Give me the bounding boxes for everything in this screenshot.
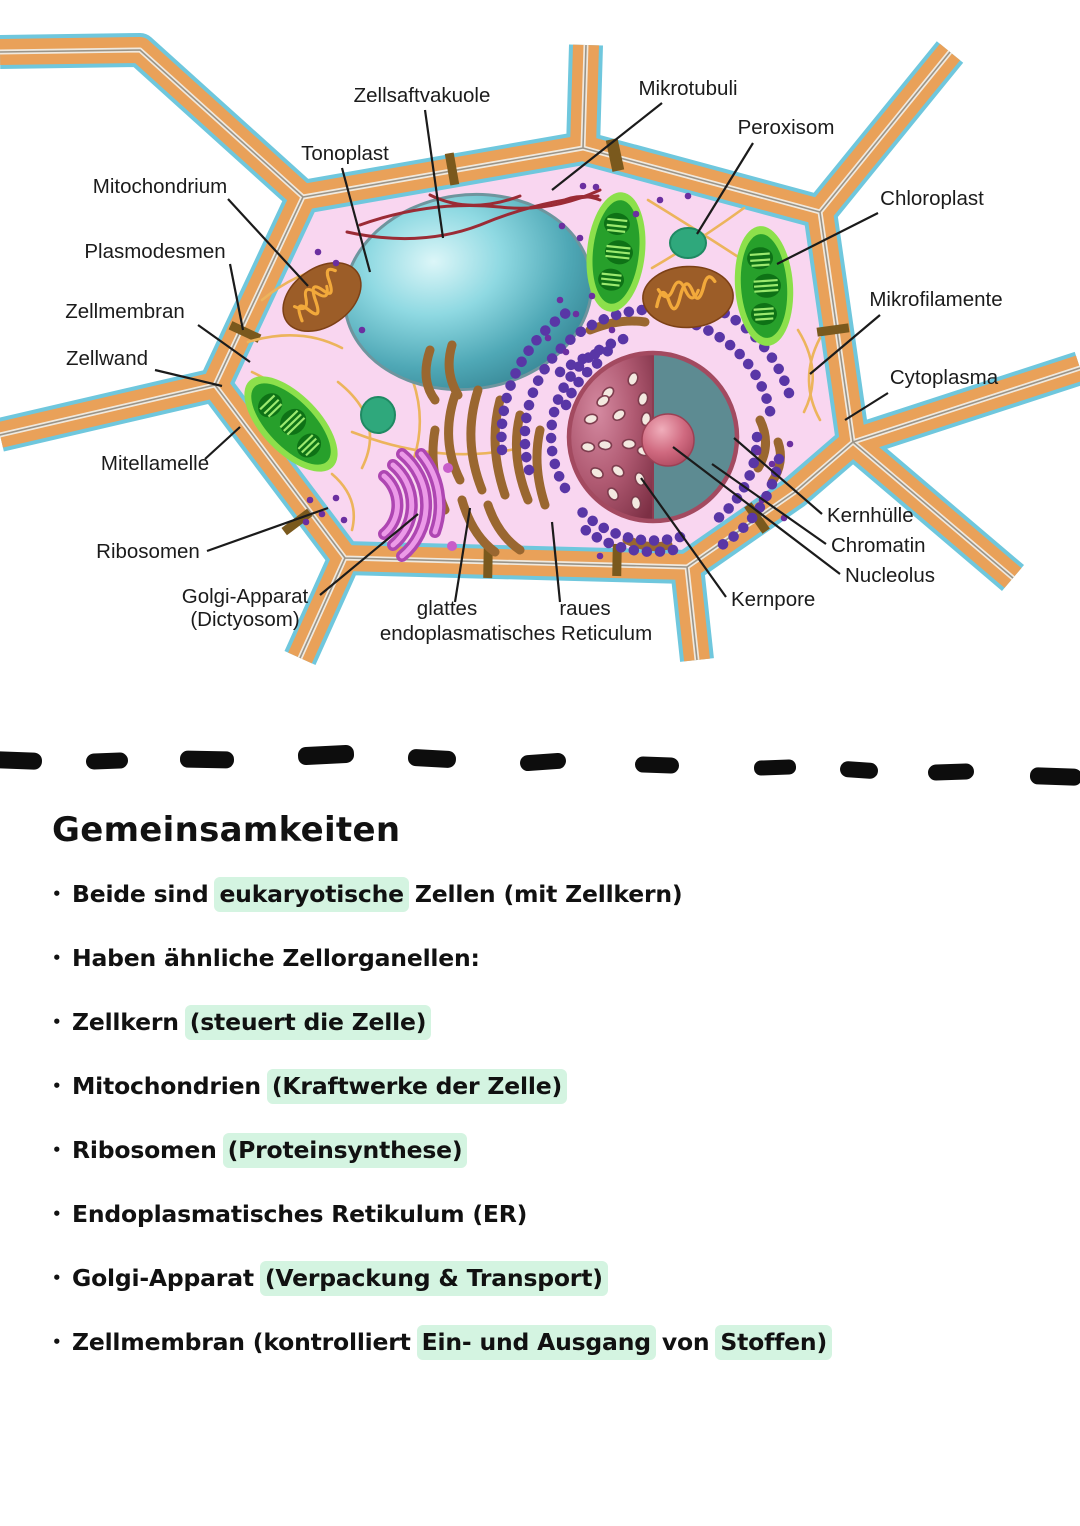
bullet-list: • Beide sind eukaryotische Zellen (mit Ze… [52,877,1042,1360]
bullet-text: Haben ähnliche Zellorganellen: [72,944,480,972]
microtubules [345,188,602,241]
bullet-text: Beide sind eukaryotische Zellen (mit Zel… [72,877,683,912]
bullet-item: • Mitochondrien (Kraftwerke der Zelle) [52,1069,1042,1104]
highlighted-text: (steuert die Zelle) [184,1005,432,1040]
leader-kernpore [640,477,727,598]
label-zellsaftvakuole: Zellsaftvakuole [354,84,491,107]
highlighted-text: Stoffen) [715,1325,832,1360]
label-tonoplast: Tonoplast [301,142,389,165]
label-mikrotubuli: Mikrotubuli [638,77,737,100]
bullet-text: Zellmembran (kontrolliert Ein- und Ausga… [72,1325,832,1360]
leader-zellwand [154,368,223,388]
bullet-text: Zellkern (steuert die Zelle) [72,1005,432,1040]
bullet-dot: • [52,1013,62,1031]
cell-wall [0,33,1080,665]
nucleus [566,350,740,524]
label-kernpore: Kernpore [731,588,815,611]
bullet-item: • Zellkern (steuert die Zelle) [52,1005,1042,1040]
label-plasmodesmen: Plasmodesmen [84,240,225,263]
label-zellwand: Zellwand [66,347,148,370]
leader-ribosomen [206,506,329,553]
peroxisome-bottom [360,396,396,434]
bullet-dot: • [52,1205,62,1223]
leader-mikrofilamente [809,314,881,375]
bullet-item: • Zellmembran (kontrolliert Ein- und Ausg… [52,1325,1042,1360]
label-chromatin: Chromatin [831,534,926,557]
label-kernhuelle: Kernhülle [827,504,914,527]
label-chloroplast: Chloroplast [880,187,984,210]
label-peroxisom: Peroxisom [738,116,835,139]
label-mitochondrium: Mitochondrium [93,175,227,198]
leader-mikrotubuli [551,102,663,191]
peroxisome-top [669,227,707,259]
bullet-item: • Golgi-Apparat (Verpackung & Transport) [52,1261,1042,1296]
highlighted-text: (Kraftwerke der Zelle) [266,1069,567,1104]
label-cytoplasma: Cytoplasma [890,366,999,389]
highlighted-text: (Proteinsynthese) [222,1133,468,1168]
leader-cytoplasma [844,392,889,421]
bullet-text: Golgi-Apparat (Verpackung & Transport) [72,1261,608,1296]
leader-chromatin [711,463,827,545]
bullet-item: • Beide sind eukaryotische Zellen (mit Ze… [52,877,1042,912]
bullet-dot: • [52,1077,62,1095]
highlighted-text: (Verpackung & Transport) [259,1261,608,1296]
notes-section: Gemeinsamkeiten • Beide sind eukaryotisch… [52,810,1042,1392]
label-golgi-apparat-line2: (Dictyosom) [190,608,299,631]
bullet-item: • Haben ähnliche Zellorganellen: [52,944,1042,972]
bullet-dot: • [52,1141,62,1159]
bullet-dot: • [52,885,62,903]
leader-raues-er [550,521,562,603]
label-ribosomen: Ribosomen [96,540,200,563]
leader-mitochondrium [227,198,309,287]
hand-drawn-divider [0,744,1080,786]
leader-plasmodesmen [228,263,245,331]
label-zellmembran: Zellmembran [65,300,185,323]
leader-tonoplast [340,167,372,273]
leader-zellmembran [197,324,251,363]
label-nucleolus: Nucleolus [845,564,935,587]
bullet-item: • Endoplasmatisches Retikulum (ER) [52,1200,1042,1228]
label-mikrofilamente: Mikrofilamente [869,288,1002,311]
leader-golgi-apparat [319,513,419,596]
highlighted-text: eukaryotische [214,877,409,912]
bullet-text: Endoplasmatisches Retikulum (ER) [72,1200,528,1228]
label-golgi-apparat: Golgi-Apparat [182,585,309,608]
bullet-dot: • [52,1333,62,1351]
label-mitellamelle: Mitellamelle [101,452,209,475]
diagram-labels: Zellsaftvakuole MikrotubuliPeroxisomTonop… [65,77,1002,645]
bullet-text: Ribosomen (Proteinsynthese) [72,1133,468,1168]
leader-mitellamelle [204,426,241,460]
highlighted-text: Ein- und Ausgang [416,1325,656,1360]
golgi-apparatus [378,448,457,562]
leader-chloroplast [776,212,879,265]
leader-nucleolus [672,446,841,575]
leader-peroxisom [696,142,754,235]
plant-cell-diagram: Zellsaftvakuole MikrotubuliPeroxisomTonop… [0,33,1080,665]
bullet-item: • Ribosomen (Proteinsynthese) [52,1133,1042,1168]
bullet-text: Mitochondrien (Kraftwerke der Zelle) [72,1069,567,1104]
label-glattes-er: glattes [417,597,477,620]
leader-glattes-er [453,507,472,603]
leader-kernhuelle [733,437,823,515]
bullet-dot: • [52,1269,62,1287]
bullet-dot: • [52,949,62,967]
leader-zellsaftvakuole [423,109,445,239]
label-er-shared: endoplasmatisches Reticulum [380,622,652,645]
label-raues-er: raues [559,597,610,620]
notes-heading: Gemeinsamkeiten [52,810,401,850]
smooth-er [421,316,785,557]
